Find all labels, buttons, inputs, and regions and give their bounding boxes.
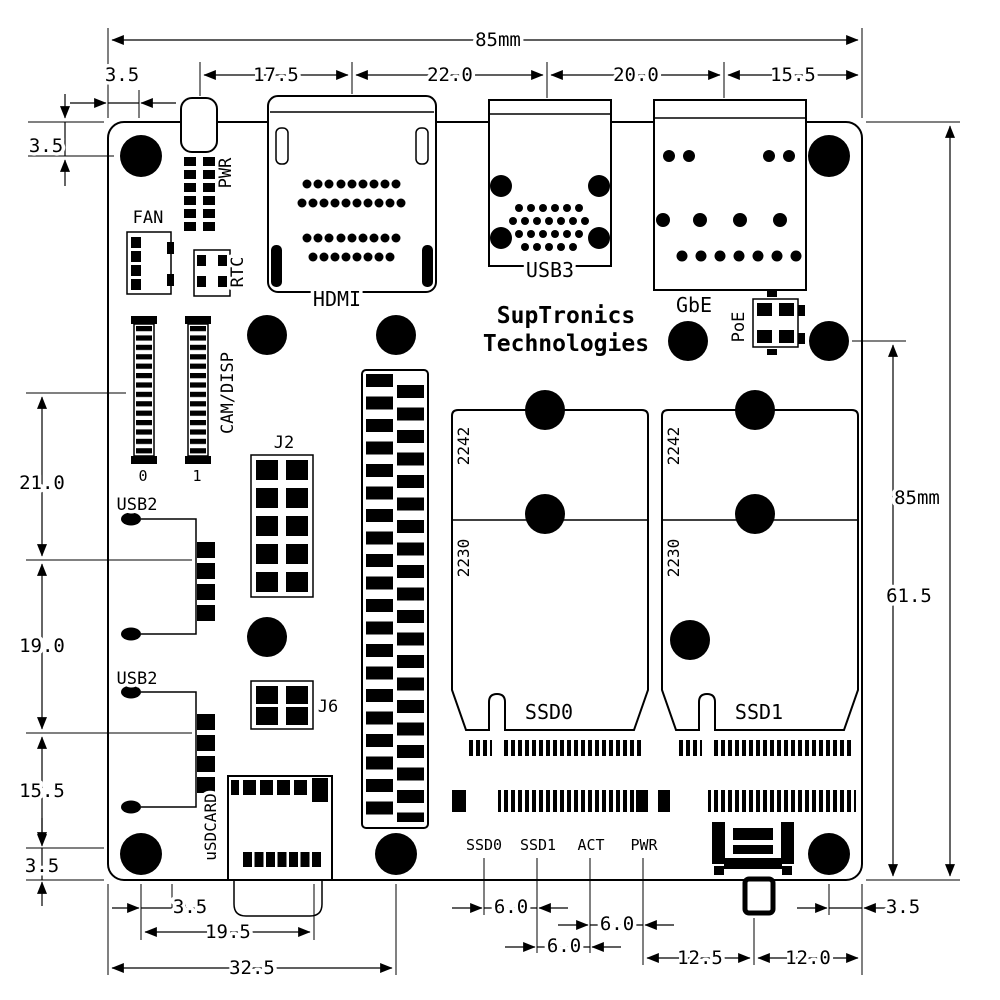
ssd0-standoff-top [525, 390, 565, 430]
hdmi-pin-dots [297, 179, 406, 262]
cam-disp-label: CAM/DISP [218, 352, 238, 434]
ssd0-pins-b [502, 740, 642, 756]
dim-bottom-6-0-b: 6.0 [600, 913, 634, 935]
usb2-top-label: USB2 [117, 495, 158, 515]
dim-board-width: 85mm [475, 29, 521, 51]
dim-left-21-0: 21.0 [19, 472, 65, 494]
dim-right-61-5: 61.5 [886, 585, 932, 607]
hdmi-label: HDMI [313, 287, 361, 311]
mounting-hole [808, 135, 850, 177]
standoff-hole [809, 321, 849, 361]
usdcard-slot [227, 775, 333, 917]
dim-bottom-3-5-right: 3.5 [886, 896, 920, 918]
ssd1-standoff-low [670, 620, 710, 660]
mounting-holes [120, 135, 850, 875]
cam-disp-connector-0 [131, 316, 157, 464]
gpio-header [361, 369, 429, 829]
usb2-header-top [121, 512, 215, 641]
ssd1-standoff-top [735, 390, 775, 430]
dim-board-height: 85mm [894, 487, 940, 509]
dim-17-5: 17.5 [253, 64, 299, 86]
poe-label: PoE [729, 312, 749, 343]
mounting-hole [808, 833, 850, 875]
dimension-labels: 85mm 3.5 17.5 22.0 20.0 15.5 3.5 21.0 19… [16, 26, 944, 983]
dim-22-0: 22.0 [427, 64, 473, 86]
poe-header [752, 291, 805, 355]
ssd0-label: SSD0 [525, 700, 573, 724]
dim-bottom-32-5: 32.5 [229, 957, 275, 979]
extension-lines [26, 28, 960, 975]
gbe-connector [653, 99, 807, 291]
led-pin-strip [452, 790, 856, 812]
dim-left-19-0: 19.0 [19, 635, 65, 657]
led-act-label: ACT [577, 836, 604, 854]
ssd1-standoff-mid [735, 494, 775, 534]
dimension-lines [37, 35, 955, 973]
ssd0-pins-a [466, 740, 492, 756]
ssd0-2230-label: 2230 [454, 539, 473, 578]
ssd1-2230-label: 2230 [664, 539, 683, 578]
dim-bottom-19-5: 19.5 [205, 921, 251, 943]
usb3-label: USB3 [526, 258, 574, 282]
dim-left-3-5-bottom: 3.5 [25, 855, 59, 877]
gbe-contact-dots [656, 150, 802, 262]
brand-line2: Technologies [483, 331, 649, 357]
usdcard-label: uSDCARD [201, 793, 220, 860]
ssd1-pins-b [712, 740, 852, 756]
ssd1-slot [661, 409, 859, 756]
standoff-hole [668, 321, 708, 361]
ssd0-2242-label: 2242 [454, 427, 473, 466]
gbe-label: GbE [676, 293, 712, 317]
mounting-hole [120, 833, 162, 875]
led-pwr-label: PWR [630, 836, 658, 854]
standoff-hole [247, 617, 287, 657]
dim-bottom-12-0: 12.0 [785, 947, 831, 969]
cam-disp-connector-1 [185, 316, 211, 464]
ssd1-pins-a [676, 740, 702, 756]
standoff-hole [247, 315, 287, 355]
usdcard-card-outline [233, 880, 323, 917]
pwr-connector [180, 97, 218, 231]
led-ssd1-label: SSD1 [520, 836, 556, 854]
rtc-label: RTC [228, 257, 248, 288]
rtc-connector [193, 249, 231, 297]
ssd0-standoff-mid [525, 494, 565, 534]
brand-line1: SupTronics [497, 303, 635, 329]
usb2-header-bottom [121, 685, 215, 814]
mounting-hole [120, 135, 162, 177]
dim-bottom-3-5-left: 3.5 [173, 896, 207, 918]
led-ssd0-label: SSD0 [466, 836, 502, 854]
fan-connector [126, 231, 174, 295]
dim-left-3-5-top: 3.5 [29, 135, 63, 157]
standoff-hole [376, 315, 416, 355]
mounting-hole [375, 833, 417, 875]
dim-left-15-5: 15.5 [19, 780, 65, 802]
usb3-connector [488, 99, 612, 267]
cam1-label: 1 [192, 467, 201, 485]
cam0-label: 0 [138, 467, 147, 485]
dim-bottom-12-5: 12.5 [677, 947, 723, 969]
fan-label: FAN [133, 208, 164, 228]
dim-bottom-6-0-a: 6.0 [494, 896, 528, 918]
hdmi-connector [267, 95, 437, 293]
ssd1-label: SSD1 [735, 700, 783, 724]
j2-label: J2 [274, 433, 294, 453]
dim-20-0: 20.0 [613, 64, 659, 86]
usb2-bottom-label: USB2 [117, 669, 158, 689]
dim-15-5-top: 15.5 [770, 64, 816, 86]
j6-header [250, 680, 314, 730]
pwr-label: PWR [216, 157, 236, 188]
bottom-edge-connector [712, 822, 794, 916]
component-labels: PWR FAN RTC HDMI USB3 GbE PoE SupTronics… [113, 153, 787, 864]
j6-label: J6 [318, 697, 338, 717]
ssd0-slot [451, 409, 649, 756]
dim-bottom-6-0-c: 6.0 [547, 935, 581, 957]
dim-top-3-5: 3.5 [105, 64, 139, 86]
usb3-contact-dots [490, 175, 610, 251]
ssd1-2242-label: 2242 [664, 427, 683, 466]
connector-tongue [742, 876, 776, 916]
j2-header [250, 454, 314, 598]
